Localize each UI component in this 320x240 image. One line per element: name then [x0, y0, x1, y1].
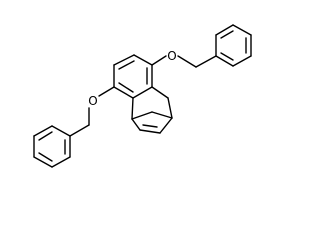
central-aromatic-ring	[113, 54, 153, 99]
upper-benzyloxy-linker	[151, 55, 217, 68]
oxygen-atom-upper: O	[167, 49, 176, 63]
oxygen-label-upper: O	[167, 49, 176, 63]
chemical-structure: O O	[33, 24, 252, 168]
lower-phenyl-ring	[33, 125, 71, 168]
oxygen-atom-lower: O	[88, 94, 97, 108]
lower-benzyloxy-linker	[69, 86, 115, 137]
upper-phenyl-ring	[215, 24, 252, 67]
bicyclic-bridge	[131, 86, 173, 134]
oxygen-label-lower: O	[88, 94, 97, 108]
